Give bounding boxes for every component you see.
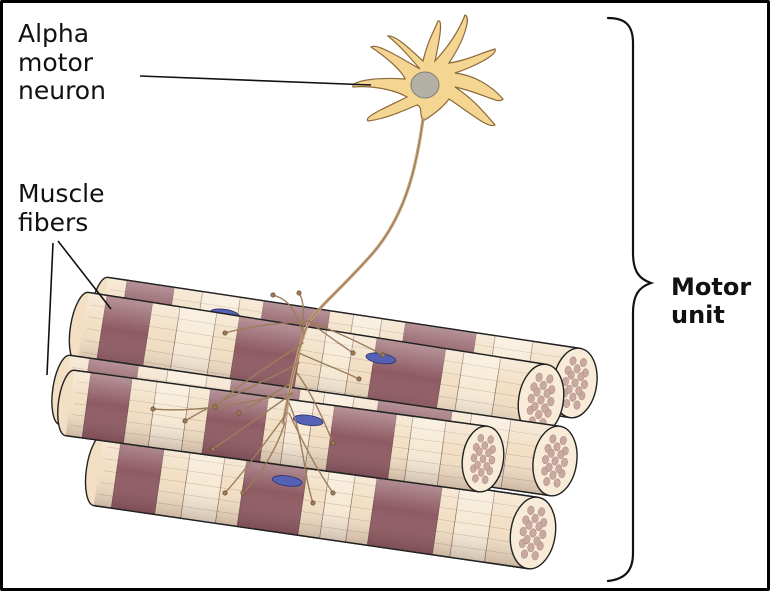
axon-terminal (331, 441, 335, 445)
axon-terminal (151, 407, 155, 411)
axon-terminal (237, 411, 241, 415)
alpha-motor-neuron-label: Alpha motor neuron (18, 20, 106, 106)
axon-terminal (381, 353, 385, 357)
neuron-nucleus (411, 72, 439, 98)
axon-terminal (223, 491, 227, 495)
axon-terminal (223, 331, 227, 335)
axon-terminal (213, 405, 217, 409)
axon-terminal (331, 491, 335, 495)
neuron-cell-body (353, 15, 503, 126)
motor-unit-brace (608, 18, 651, 581)
fibers-pointer-line (47, 243, 53, 375)
neuron-pointer-line (140, 76, 371, 85)
axon-terminal (211, 447, 215, 451)
muscle-fibers-label: Muscle fibers (18, 180, 105, 237)
axon-terminal (311, 501, 315, 505)
axon-terminal (183, 419, 187, 423)
axon-terminal (351, 351, 355, 355)
axon-terminal (297, 291, 301, 295)
axon-terminal (357, 377, 361, 381)
axon-terminal (271, 293, 275, 297)
axon-terminal (241, 491, 245, 495)
motor-unit-illustration (3, 3, 767, 588)
motor-unit-label: Motor unit (671, 273, 751, 330)
